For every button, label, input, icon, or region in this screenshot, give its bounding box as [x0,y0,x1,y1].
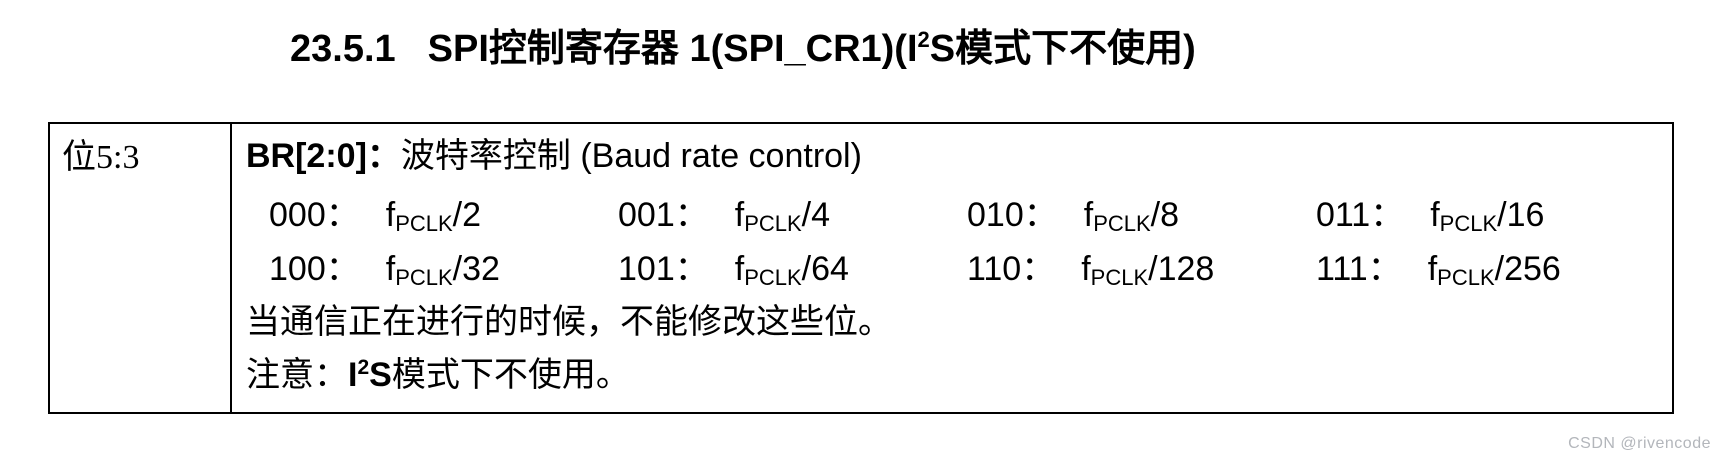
option-value: fPCLK/256 [1427,250,1561,290]
option-code: 101： [618,250,709,288]
baud-option: 110： fPCLK/128 [967,249,1316,289]
section-title-superscript: 2 [917,27,930,52]
section-title-text-end: S模式下不使用) [929,28,1196,70]
field-colon: ： [366,137,401,175]
field-name: BR[2:0] [246,137,367,175]
note-i2s-prefix: 注意： [246,357,348,394]
baud-option: 001： fPCLK/4 [618,195,967,235]
option-value: fPCLK/2 [385,196,482,236]
baud-option: 011： fPCLK/16 [1316,195,1665,235]
option-code: 000： [269,196,360,234]
baud-options-row-2: 100：fPCLK/32 101：fPCLK/64 110：fPCLK/128 … [269,249,1672,289]
i2s-label: I2S [348,356,392,394]
baud-option: 100： fPCLK/32 [269,249,618,289]
option-code: 110： [967,250,1056,288]
section-title-text: SPI控制寄存器 1(SPI_CR1)(I [427,28,918,70]
note-i2s-suffix: 模式下不使用。 [391,357,630,394]
note-restriction: 当通信正在进行的时候，不能修改这些位。 [246,304,892,341]
option-value: fPCLK/128 [1081,250,1215,290]
option-code: 100： [269,250,360,288]
option-code: 111： [1316,250,1402,288]
field-description-zh: 波特率控制 [400,138,571,175]
bit-range-cell: 位5:3 [50,124,232,412]
option-value: fPCLK/64 [734,250,849,290]
watermark: CSDN @rivencode [1568,435,1711,452]
option-value: fPCLK/4 [734,196,831,236]
option-code: 010： [967,196,1058,234]
section-heading: 23.5.1 SPI控制寄存器 1(SPI_CR1)(I2S模式下不使用) [290,26,1196,72]
register-description-table: 位5:3 BR[2:0]：波特率控制 (Baud rate control) 0… [48,122,1674,414]
baud-option: 111： fPCLK/256 [1316,249,1665,289]
baud-option: 010： fPCLK/8 [967,195,1316,235]
bit-description-cell: BR[2:0]：波特率控制 (Baud rate control) 000： fP… [232,124,1672,412]
field-description-en: (Baud rate control) [570,137,862,175]
option-code: 011： [1316,196,1405,234]
bit-range-label: 位5:3 [62,139,140,176]
option-value: fPCLK/8 [1083,196,1180,236]
option-value: fPCLK/32 [385,250,500,290]
section-number: 23.5.1 [290,28,396,70]
option-code: 001： [618,196,709,234]
baud-option: 101： fPCLK/64 [618,249,967,289]
baud-option: 000： fPCLK/2 [269,195,618,235]
field-title-line: BR[2:0]：波特率控制 (Baud rate control) [246,136,1672,176]
note-i2s: 注意：I2S模式下不使用。 [246,353,1672,397]
option-value: fPCLK/16 [1430,196,1545,236]
baud-options-row-1: 000： fPCLK/2 001： fPCLK/4 010： fPCLK/8 011：… [269,195,1672,235]
